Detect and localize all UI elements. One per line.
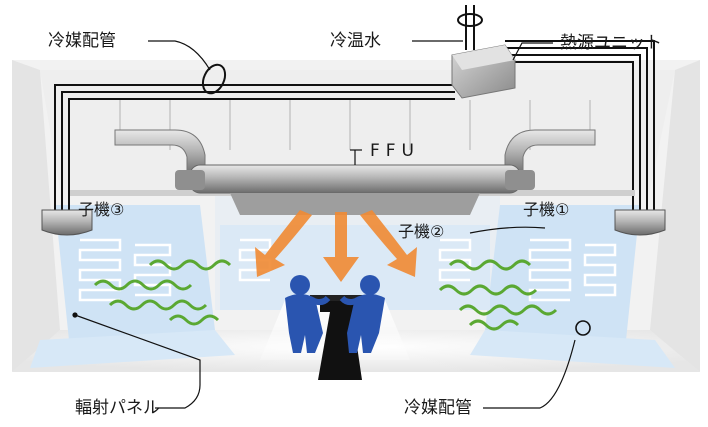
leader-lines (72, 40, 576, 409)
label-unit-3: 子機③ (78, 200, 125, 219)
label-unit-2: 子機② (398, 222, 445, 241)
pipe-ring-bottom (575, 320, 591, 336)
chilled-water-pipes (465, 5, 475, 50)
duct-system (114, 129, 596, 215)
label-refrigerant-pipe-bottom: 冷媒配管 (404, 398, 472, 418)
water-pipe-ring (457, 13, 483, 27)
air-flow-arrows (255, 210, 417, 282)
radiant-waves (93, 259, 558, 331)
workers (285, 275, 385, 353)
label-heat-source-unit: 熱源ユニット (560, 33, 662, 53)
pipe-bundle-ring-top (201, 63, 227, 95)
label-unit-1: 子機① (523, 200, 570, 219)
heat-source-unit (451, 44, 516, 99)
child-units (41, 209, 666, 236)
label-radiant-panel: 輻射パネル (75, 398, 160, 418)
label-refrigerant-pipe-top: 冷媒配管 (48, 31, 116, 51)
label-chilled-hot-water: 冷温水 (330, 31, 381, 51)
label-ffu: FFU (370, 141, 420, 161)
